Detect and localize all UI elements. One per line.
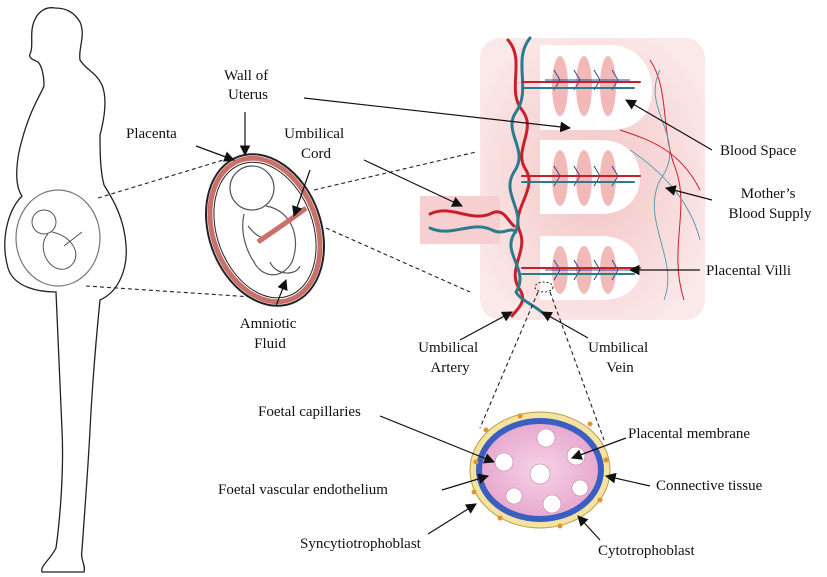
label-arrows bbox=[195, 97, 713, 541]
zoom-line-lower-right bbox=[325, 227, 471, 293]
pregnant-woman-silhouette bbox=[4, 7, 127, 573]
label-connective-tissue: Connective tissue bbox=[656, 478, 763, 494]
vein-vessel bbox=[508, 36, 546, 316]
zoom-line-bottom bbox=[85, 285, 269, 299]
zoom-line-membrane-right bbox=[549, 291, 605, 441]
uterus-enlarged bbox=[205, 153, 325, 307]
label-syncytiotrophoblast: Syncytiotrophoblast bbox=[300, 536, 422, 552]
small-uterus bbox=[15, 189, 101, 287]
label-placental-membrane: Placental membrane bbox=[628, 426, 750, 442]
label-placental-villi: Placental Villi bbox=[706, 263, 791, 279]
label-wall-of-uterus: Wall of Uterus bbox=[224, 68, 272, 103]
label-placenta: Placenta bbox=[126, 126, 177, 142]
label-blood-space: Blood Space bbox=[720, 143, 797, 159]
label-cytotrophoblast: Cytotrophoblast bbox=[598, 543, 695, 559]
label-foetal-vascular-endothelium: Foetal vascular endothelium bbox=[218, 482, 388, 498]
label-umbilical-vein: Umbilical Vein bbox=[588, 340, 652, 376]
label-foetal-capillaries: Foetal capillaries bbox=[258, 404, 361, 420]
artery-vessel bbox=[506, 38, 531, 318]
label-umbilical-artery: Umbilical Artery bbox=[418, 340, 482, 376]
villus-zoom-marker bbox=[534, 281, 554, 293]
zoom-line-membrane-left bbox=[479, 291, 539, 429]
label-amniotic-fluid: Amniotic Fluid bbox=[240, 316, 300, 352]
membrane-cross-section bbox=[469, 411, 611, 529]
label-mothers-blood-supply: Mother’s Blood Supply bbox=[729, 186, 812, 222]
zoom-line-top bbox=[97, 157, 231, 199]
zoom-line-upper-right bbox=[313, 151, 477, 191]
small-foetus bbox=[31, 209, 83, 270]
label-umbilical-cord: Umbilical Cord bbox=[284, 126, 348, 162]
placenta-detail bbox=[420, 36, 705, 320]
